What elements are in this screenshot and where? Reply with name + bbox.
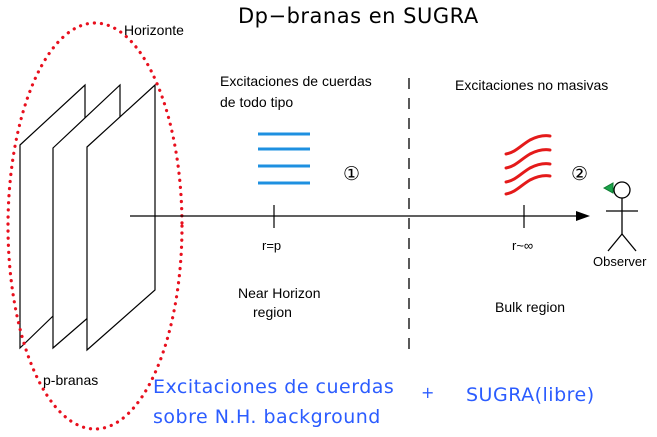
annotation-sugra-free: SUGRA(libre): [466, 384, 595, 406]
closed-string-wave: [504, 148, 552, 170]
p-brane-sheet-3: [86, 83, 156, 352]
diagram-title: Dp−branas en SUGRA: [238, 4, 479, 28]
near-horizon-region-label: region: [253, 304, 292, 320]
p-brane-sheets: [19, 83, 156, 352]
observer-left-leg: [607, 233, 623, 252]
r-p-tick-label: r=p: [262, 238, 282, 253]
closed-string-wave: [504, 174, 552, 196]
horizon-ellipse: [6, 21, 184, 431]
open-string-excitations: [258, 132, 310, 185]
axis-arrowhead: [576, 211, 590, 221]
observer-eye-icon: [602, 182, 614, 194]
region2-marker: ②: [571, 164, 589, 185]
annotation-plus: +: [421, 383, 435, 402]
r-inf-tick-label: r~∞: [512, 238, 534, 253]
closed-string-excitations: [504, 134, 552, 196]
observer-figure: [606, 181, 638, 252]
annotation-nh-background: sobre N.H. background: [153, 406, 381, 428]
closed-string-wave: [504, 134, 552, 156]
open-strings-label-line2: de todo tipo: [220, 94, 294, 110]
horizon-label: Horizonte: [124, 22, 184, 38]
observer-right-leg: [621, 233, 637, 252]
region1-marker: ①: [343, 164, 361, 185]
near-horizon-label: Near Horizon: [238, 285, 321, 301]
closed-strings-label: Excitaciones no masivas: [455, 77, 609, 93]
observer-label: Observer: [593, 254, 647, 269]
observer-head: [613, 181, 631, 199]
p-branes-label: p-branas: [43, 372, 99, 388]
annotation-nh-excitations: Excitaciones de cuerdas: [153, 376, 395, 398]
open-strings-label-line1: Excitaciones de cuerdas: [220, 73, 372, 89]
bulk-region-label: Bulk region: [495, 299, 566, 315]
closed-string-wave: [504, 162, 552, 184]
